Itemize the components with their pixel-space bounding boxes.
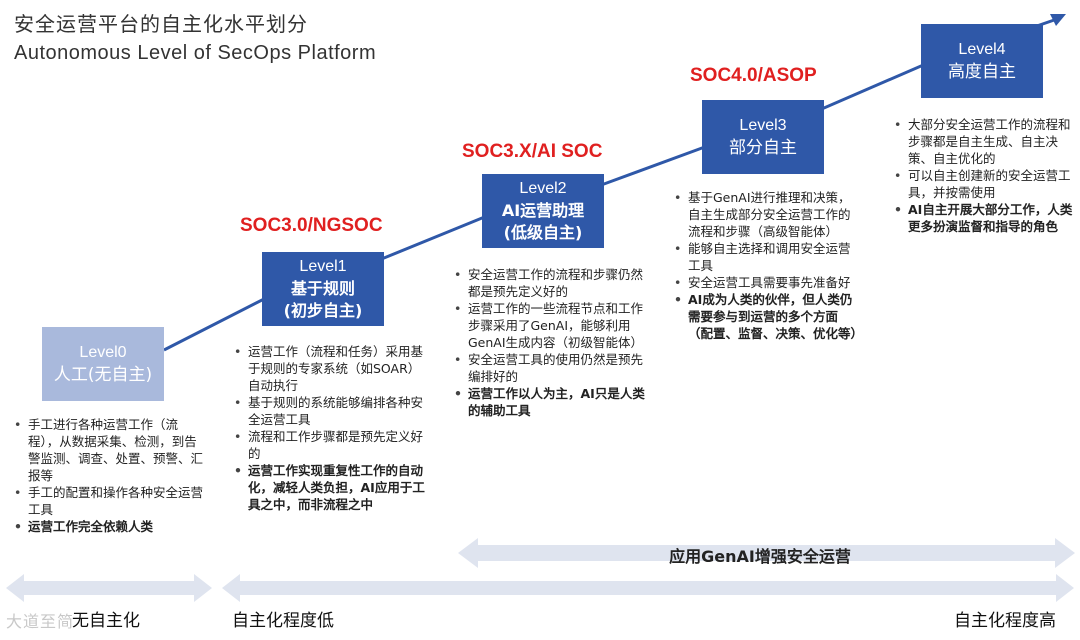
bullet-item: 运营工作实现重复性工作的自动化，减轻人类负担，AI应用于工具之中，而非流程之中 (232, 462, 432, 513)
genai-band-label: 应用GenAI增强安全运营 (669, 547, 851, 566)
bullet-item: 基于规则的系统能够编排各种安全运营工具 (232, 394, 432, 428)
level0-box: Level0 人工(无自主) (42, 327, 164, 401)
bullet-item: 手工进行各种运营工作（流程），从数据采集、检测，到告警监测、调查、处置、预警、汇… (12, 416, 207, 484)
bullet-item: 流程和工作步骤都是预先定义好的 (232, 428, 432, 462)
level-name: AI运营助理 (501, 201, 585, 220)
page-title-cn: 安全运营平台的自主化水平划分 (14, 12, 308, 36)
bullet-item: 安全运营工作的流程和步骤仍然都是预先定义好的 (452, 266, 652, 300)
level-label: Level4 (958, 41, 1006, 58)
level-name: 人工(无自主) (53, 365, 153, 385)
bullet-item: AI自主开展大部分工作，人类更多扮演监督和指导的角色 (892, 201, 1077, 235)
level3-bullets: 基于GenAI进行推理和决策，自主生成部分安全运营工作的流程和步骤（高级智能体）… (672, 189, 863, 342)
bullet-item: 安全运营工具需要事先准备好 (672, 274, 862, 291)
level-name: 高度自主 (948, 62, 1016, 82)
page-title-en: Autonomous Level of SecOps Platform (14, 42, 377, 64)
genai-band-arrow (458, 538, 1075, 568)
bullet-item: 运营工作（流程和任务）采用基于规则的专家系统（如SOAR）自动执行 (232, 343, 432, 394)
level-label: Level3 (739, 117, 787, 134)
bullet-item: 运营工作的一些流程节点和工作步骤采用了GenAI，能够利用GenAI生成内容（初… (452, 300, 652, 351)
progress-arrow-head (1050, 14, 1066, 26)
level-name: 基于规则 (290, 279, 355, 298)
bottom-label-low: 自主化程度低 (232, 611, 334, 631)
level1-box: Level1 基于规则 (初步自主) (262, 252, 384, 326)
bullet-item: AI成为人类的伙伴，但人类仍需要参与到运营的多个方面（配置、监督、决策、优化等） (672, 291, 863, 342)
watermark: 大道至简 (6, 612, 75, 631)
bullet-item: 可以自主创建新的安全运营工具，并按需使用 (892, 167, 1077, 201)
bottom-label-high: 自主化程度高 (954, 611, 1056, 631)
level-label: Level1 (299, 258, 347, 275)
level4-bullets: 大部分安全运营工作的流程和步骤都是自主生成、自主决策、自主优化的 可以自主创建新… (892, 116, 1077, 235)
level2-box: Level2 AI运营助理 (低级自主) (482, 174, 604, 248)
level-name: 部分自主 (729, 138, 797, 158)
level-label: Level0 (79, 344, 127, 361)
tag-level3: SOC4.0/ASOP (690, 65, 817, 86)
bottom-label-none: 无自主化 (72, 611, 140, 631)
bullet-item: 运营工作以人为主，AI只是人类的辅助工具 (452, 385, 652, 419)
level0-bullets: 手工进行各种运营工作（流程），从数据采集、检测，到告警监测、调查、处置、预警、汇… (12, 416, 207, 535)
bullet-item: 大部分安全运营工作的流程和步骤都是自主生成、自主决策、自主优化的 (892, 116, 1077, 167)
level-subname: (低级自主) (503, 223, 583, 242)
bullet-item: 安全运营工具的使用仍然是预先编排好的 (452, 351, 652, 385)
level2-bullets: 安全运营工作的流程和步骤仍然都是预先定义好的 运营工作的一些流程节点和工作步骤采… (452, 266, 652, 419)
level-label: Level2 (519, 180, 567, 197)
bullet-item: 手工的配置和操作各种安全运营工具 (12, 484, 207, 518)
bottom-left-arrow (6, 574, 212, 602)
bullet-item: 运营工作完全依赖人类 (12, 518, 207, 535)
bullet-item: 能够自主选择和调用安全运营工具 (672, 240, 862, 274)
level-subname: (初步自主) (283, 301, 363, 320)
level4-box: Level4 高度自主 (921, 24, 1043, 98)
level1-bullets: 运营工作（流程和任务）采用基于规则的专家系统（如SOAR）自动执行 基于规则的系… (232, 343, 432, 513)
bottom-right-arrow (222, 574, 1074, 602)
tag-level1: SOC3.0/NGSOC (240, 215, 383, 236)
bullet-item: 基于GenAI进行推理和决策，自主生成部分安全运营工作的流程和步骤（高级智能体） (672, 189, 862, 240)
tag-level2: SOC3.X/AI SOC (462, 141, 603, 162)
level3-box: Level3 部分自主 (702, 100, 824, 174)
